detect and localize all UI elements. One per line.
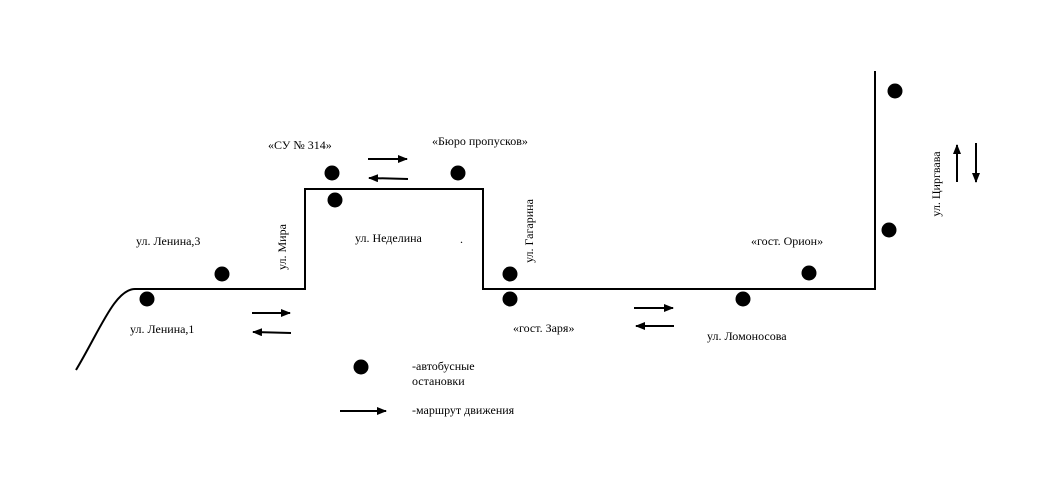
bus-stop-zarya bbox=[502, 291, 518, 307]
label-lenina-3: ул. Ленина,3 bbox=[136, 234, 201, 248]
route-arrow-left-2 bbox=[252, 328, 292, 337]
label-mira: ул. Мира bbox=[275, 224, 289, 270]
label-nedelina: ул. Неделина bbox=[355, 231, 422, 245]
legend-stops-line2: остановки bbox=[412, 374, 465, 388]
bus-stop-su314-top bbox=[324, 165, 340, 181]
label-gagarina: ул. Гагарина bbox=[522, 199, 536, 263]
bus-stop-tsirgvava-lower bbox=[881, 222, 897, 238]
label-su314: «СУ № 314» bbox=[268, 138, 332, 152]
bus-stop-gagarina bbox=[502, 266, 518, 282]
bus-stop-lenina-3 bbox=[214, 266, 230, 282]
route-arrow-left-1 bbox=[368, 174, 409, 183]
bus-stop-orion bbox=[801, 265, 817, 281]
label-lenina-1: ул. Ленина,1 bbox=[130, 322, 195, 336]
bus-stop-lomonosova bbox=[735, 291, 751, 307]
label-orion: «гост. Орион» bbox=[751, 234, 824, 248]
label-tsirgvava: ул. Циргвава bbox=[929, 151, 943, 217]
label-dot: . bbox=[460, 232, 463, 246]
legend-stops-line1: -автобусные bbox=[412, 359, 475, 373]
bus-stop-buro bbox=[450, 165, 466, 181]
label-buro: «Бюро пропусков» bbox=[432, 134, 528, 148]
bus-stop-su314-bottom bbox=[327, 192, 343, 208]
legend-route-text: -маршрут движения bbox=[412, 403, 515, 417]
label-lomonosova: ул. Ломоносова bbox=[707, 329, 787, 343]
label-zarya: «гост. Заря» bbox=[513, 321, 575, 335]
bus-stop-tsirgvava-upper bbox=[887, 83, 903, 99]
bus-stop-lenina-1 bbox=[139, 291, 155, 307]
road-line bbox=[75, 71, 876, 371]
legend-stops-text: -автобусные остановки bbox=[412, 359, 475, 389]
legend-stop-icon bbox=[353, 359, 369, 375]
